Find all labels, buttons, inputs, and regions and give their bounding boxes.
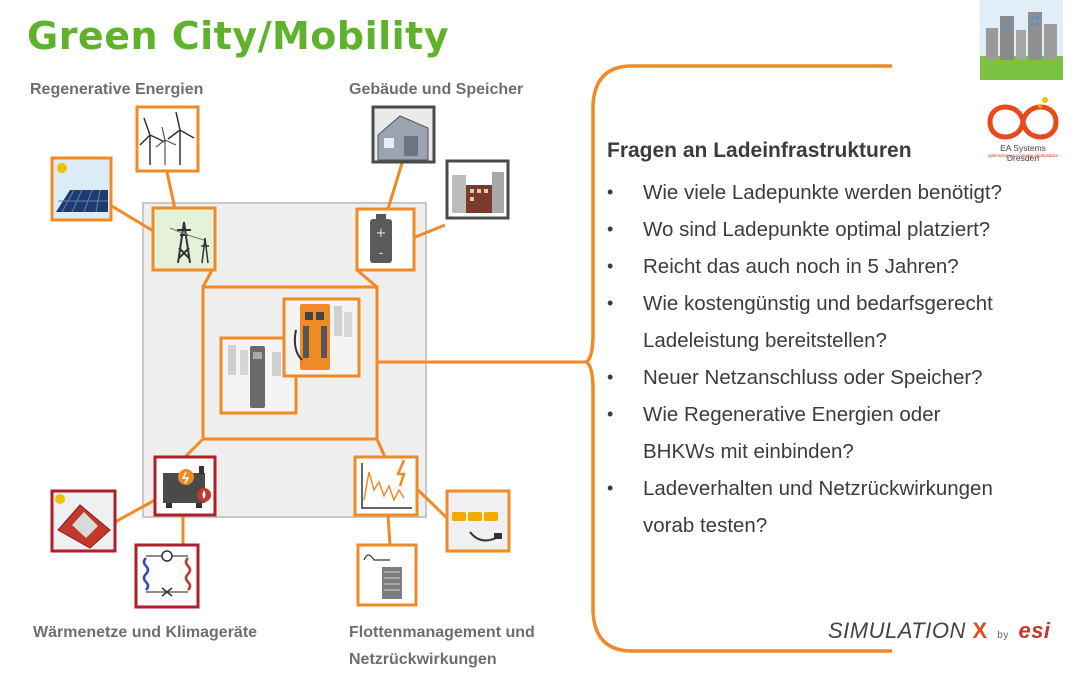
wind-turbine-icon <box>135 105 200 173</box>
category-fleet-line2: Netzrückwirkungen <box>349 651 497 668</box>
house-icon <box>371 105 436 164</box>
heat-pump-icon <box>134 543 200 609</box>
solar-thermal-roof-icon <box>50 489 117 553</box>
ea-systems-name: EA Systems Dresden <box>1000 143 1046 163</box>
simulationx-by: by <box>997 630 1009 641</box>
charging-station-large-icon <box>282 297 361 378</box>
battery-icon: + - <box>355 207 416 272</box>
page-title: Green City/Mobility <box>27 14 450 58</box>
connector-lines <box>109 159 588 546</box>
power-pylon-icon <box>151 206 217 272</box>
question-item: Wie kostengünstig und bedarfsgerecht <box>603 285 1073 322</box>
simulationx-logo: SIMULATION X by esi <box>828 618 1051 644</box>
ev-fleet-icon <box>445 489 511 553</box>
question-item: Wie viele Ladepunkte werden benötigt? <box>603 174 1073 211</box>
question-item-continuation: BHKWs mit einbinden? <box>643 440 854 463</box>
category-renewables: Regenerative Energien <box>30 81 204 98</box>
chp-generator-icon <box>153 455 217 517</box>
grid-feedback-chart-icon <box>353 455 419 517</box>
ea-systems-logo-icon <box>987 97 1059 140</box>
category-buildings: Gebäude und Speicher <box>349 81 524 98</box>
category-fleet-line1: Flottenmanagement und <box>349 624 535 641</box>
question-item: Neuer Netzanschluss oder Speicher? <box>603 359 1073 396</box>
question-item: Wo sind Ladepunkte optimal platziert? <box>603 211 1073 248</box>
esi-logo: esi <box>1018 618 1051 643</box>
question-item: Reicht das auch noch in 5 Jahren? <box>603 248 1073 285</box>
questions-brace <box>580 64 892 653</box>
ea-systems-tagline: optimizing your energy applications <box>987 153 1059 158</box>
category-heating: Wärmenetze und Klimageräte <box>33 624 258 641</box>
simulationx-x-mark: X <box>972 618 988 643</box>
green-city-logo <box>980 0 1063 80</box>
question-item-continuation: vorab testen? <box>643 514 768 537</box>
questions-heading: Fragen an Ladeinfrastrukturen <box>607 139 912 162</box>
question-item-continuation: Ladeleistung bereitstellen? <box>643 329 887 352</box>
svg-text:-: - <box>379 246 384 261</box>
solar-panel-icon <box>50 156 113 222</box>
questions-list: Wie viele Ladepunkte werden benötigt? Wo… <box>603 174 1073 544</box>
transformer-icon <box>356 543 418 607</box>
svg-text:+: + <box>376 226 387 241</box>
industrial-building-icon <box>445 159 510 220</box>
simulationx-wordmark: SIMULATION <box>828 618 966 643</box>
question-item: Wie Regenerative Energien oder <box>603 396 1073 433</box>
question-item: Ladeverhalten und Netzrückwirkungen <box>603 470 1073 507</box>
